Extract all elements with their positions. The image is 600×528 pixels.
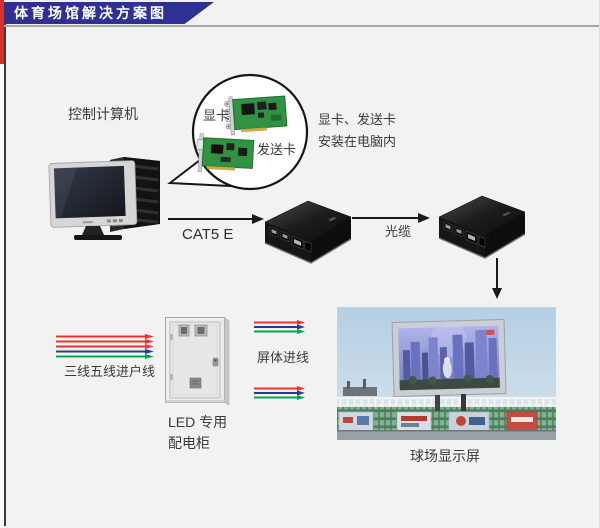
fiber-arrow [352,213,430,223]
screen-wires-top-arrows [254,320,305,334]
entry-wires-arrows [56,334,154,359]
stadium-led-screen-photo [337,307,556,440]
fiber-converter-1-image [264,200,352,264]
bubble-note-line1: 显卡、发送卡 [318,112,397,127]
control-computer-image [48,157,160,240]
page-title: 体育场馆解决方案图 [14,5,167,21]
computer-label: 控制计算机 [68,106,138,122]
cabinet-label-line2: 配电柜 [168,435,210,451]
page-margin [0,0,4,528]
sender-card-label: 发送卡 [257,142,297,157]
bubble-note-line2: 安装在电脑内 [318,134,397,149]
cabinet-label-line1: LED 专用 [168,414,228,430]
graphics-card-image [224,95,288,136]
fiber-label: 光缆 [385,224,412,239]
entry-wires-label: 三线五线进户线 [64,364,156,379]
gpu-card-label: 显卡 [203,108,230,123]
left-border-line [4,2,6,526]
down-arrow [492,258,502,299]
power-cabinet-image [165,316,230,406]
red-accent-stripe [0,0,4,64]
cabinet-label: LED 专用 配电柜 [168,412,227,454]
cat5-label: CAT5 E [182,226,234,243]
sender-card-image [196,133,255,173]
cat5-arrow [168,214,264,224]
screen-wires-label: 屏体进线 [257,350,310,365]
fiber-converter-2-image [438,195,526,259]
title-banner: 体育场馆解决方案图 [4,2,214,24]
led-screen-caption: 球场显示屏 [410,448,480,464]
header-rule [4,25,599,27]
bubble-note: 显卡、发送卡 安装在电脑内 [318,109,396,153]
screen-wires-bottom-arrows [254,386,305,400]
